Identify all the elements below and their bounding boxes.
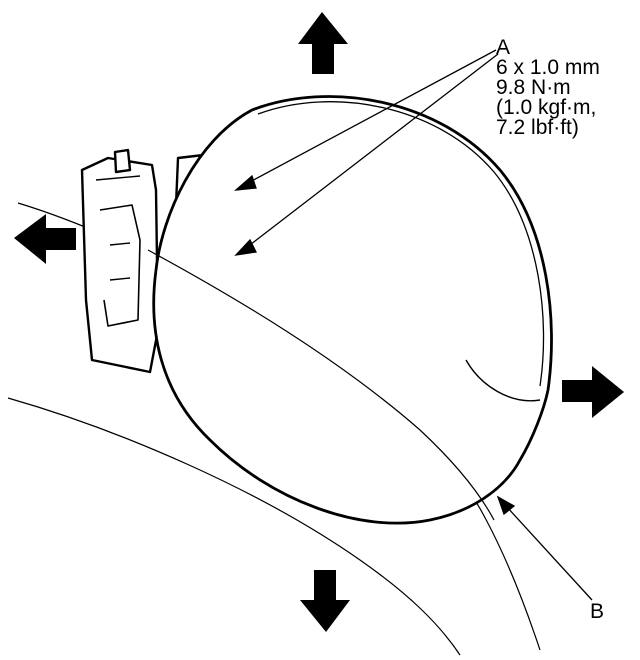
bracket-channel (99, 204, 141, 327)
bolt-spec-torque-lbfft: 7.2 lbf·ft) (496, 116, 579, 139)
bolt-spec-torque-kgfm: (1.0 kgf·m, (496, 96, 597, 119)
leader-a-lower (245, 53, 499, 249)
bracket-inner-fold (95, 175, 141, 281)
leader-lines (234, 49, 593, 601)
leader-a-lower-arrowhead (234, 238, 257, 256)
lower-body-curve (7, 397, 461, 656)
door-crease-line (147, 249, 495, 521)
fuel-door-notch (465, 359, 541, 402)
bolt-spec-torque-nm: 9.8 N·m (496, 76, 571, 99)
bracket-tab (113, 148, 132, 174)
callout-label-a: A (496, 36, 511, 59)
leader-b-arrowhead (496, 495, 516, 516)
arrow-up-icon (298, 12, 348, 74)
callout-label-b: B (590, 600, 605, 623)
arrow-down-icon (300, 570, 350, 632)
leader-b (505, 505, 593, 601)
arrow-right-icon (562, 366, 624, 418)
leader-a-upper (245, 49, 497, 185)
bracket-body (80, 156, 160, 374)
arrow-left-icon (14, 214, 76, 264)
fuel-door (152, 95, 553, 525)
leader-a-upper-arrowhead (234, 174, 257, 191)
fuel-door-outline (152, 95, 553, 525)
bolt-spec-size: 6 x 1.0 mm (496, 56, 600, 79)
bolt-spec-block: 6 x 1.0 mm 9.8 N·m (1.0 kgf·m, 7.2 lbf·f… (496, 56, 600, 139)
fuel-door-rim (257, 101, 545, 387)
